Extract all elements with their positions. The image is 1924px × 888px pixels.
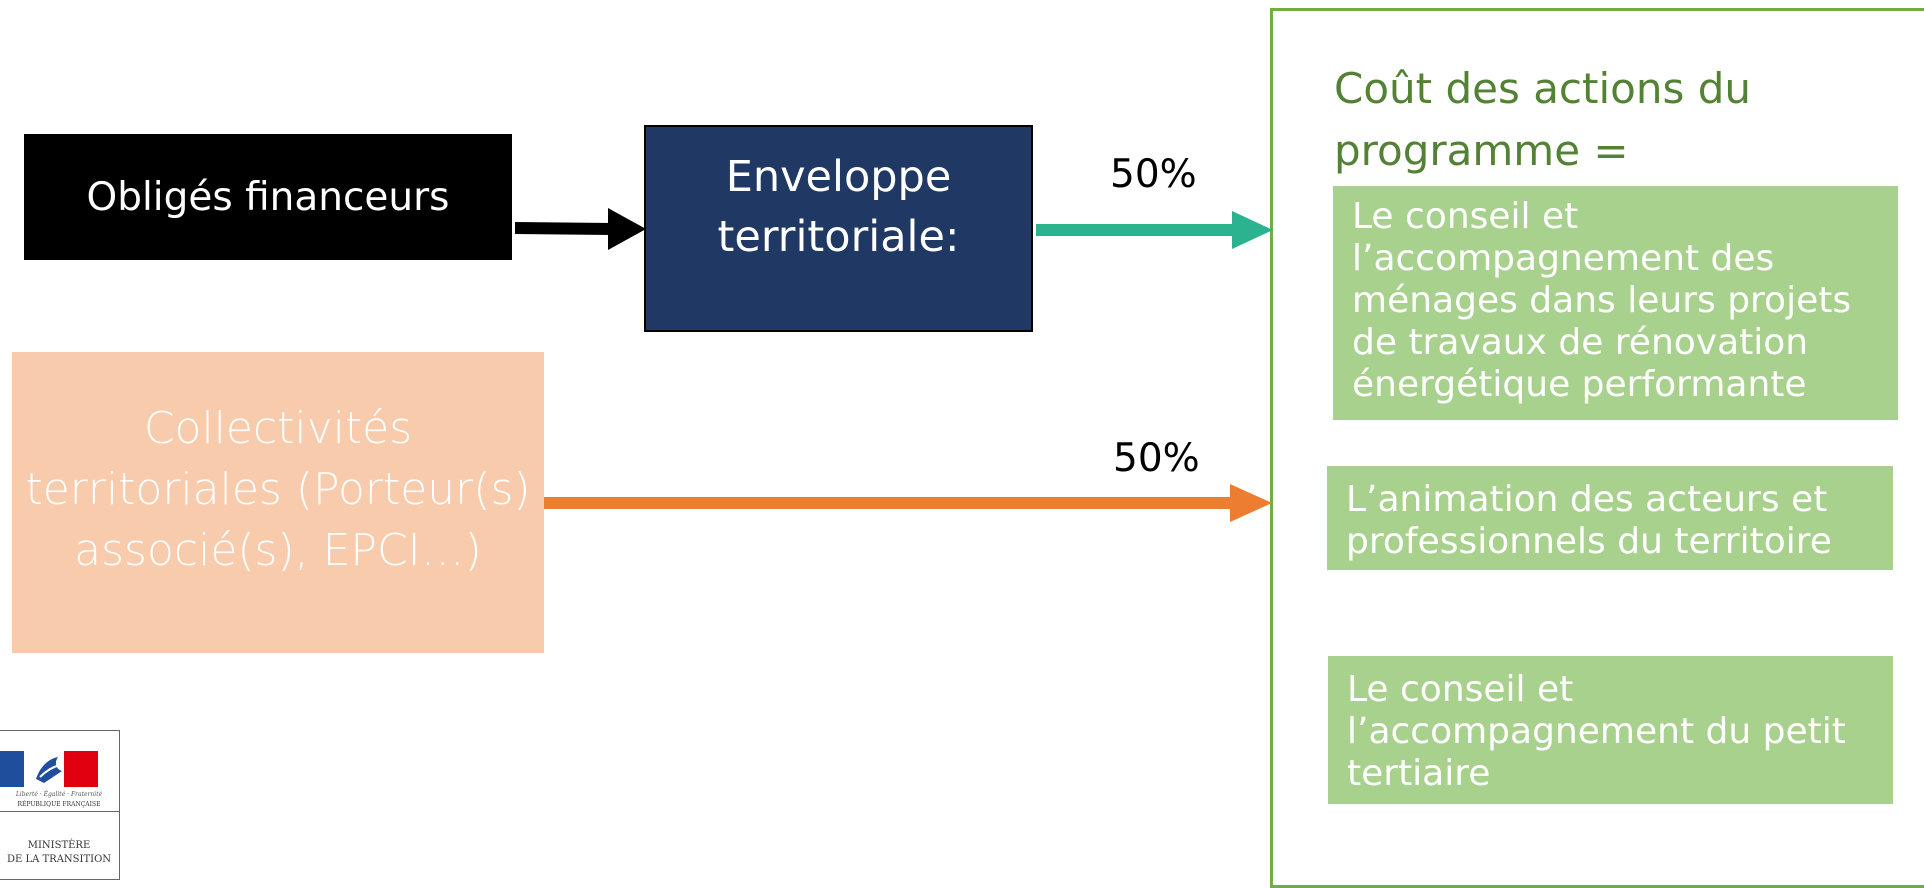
action-box-animation: L’animation des acteurs et professionnel…	[1327, 466, 1893, 570]
action-1-line-1: Le conseil et	[1352, 196, 1579, 237]
action-2-line-1: L’animation des acteurs et	[1346, 479, 1828, 520]
collectivites-box: Collectivités territoriales (Porteur(s) …	[12, 352, 544, 653]
logo-divider	[0, 811, 120, 812]
ministere-logo: Liberté · Égalité · Fraternité RÉPUBLIQU…	[0, 730, 120, 880]
action-1-line-2: l’accompagnement des	[1352, 238, 1775, 279]
percentage-label-top: 50%	[1110, 152, 1197, 197]
logo-ministere-text: MINISTÈRE DE LA TRANSITION	[0, 839, 118, 867]
marianne-icon	[36, 757, 62, 783]
arrow-obliges-to-enveloppe	[514, 208, 646, 250]
action-3-line-1: Le conseil et	[1347, 669, 1574, 710]
collectivites-line-2: territoriales (Porteur(s)	[25, 464, 531, 515]
enveloppe-line-2: territoriale:	[717, 212, 960, 262]
percentage-label-bottom: 50%	[1113, 436, 1200, 481]
collectivites-line-1: Collectivités	[143, 403, 413, 454]
action-box-petit-tertiaire: Le conseil et l’accompagnement du petit …	[1328, 656, 1893, 804]
cost-title: Coût des actions du programme =	[1334, 58, 1894, 182]
logo-motto: Liberté · Égalité · Fraternité	[15, 791, 103, 798]
collectivites-line-3: associé(s), EPCI…)	[74, 525, 482, 576]
logo-republique: RÉPUBLIQUE FRANÇAISE	[17, 801, 101, 808]
enveloppe-territoriale-box: Enveloppe territoriale:	[644, 125, 1033, 332]
logo-ministere-line-1: MINISTÈRE	[27, 840, 91, 851]
action-1-line-4: de travaux de rénovation	[1352, 322, 1809, 363]
arrow-enveloppe-to-actions	[1036, 211, 1273, 249]
enveloppe-line-1: Enveloppe	[725, 152, 952, 202]
action-3-line-2: l’accompagnement du petit	[1347, 711, 1846, 752]
obliges-financeurs-box: Obligés financeurs	[24, 134, 512, 260]
action-3-line-3: tertiaire	[1347, 753, 1491, 794]
logo-ministere-line-2: DE LA TRANSITION	[6, 854, 112, 865]
cost-title-line-2: programme =	[1334, 126, 1629, 175]
action-2-line-2: professionnels du territoire	[1346, 521, 1832, 562]
action-1-line-5: énergétique performante	[1352, 364, 1807, 405]
flag-blue-band	[0, 751, 24, 787]
action-box-conseil-menages: Le conseil et l’accompagnement des ménag…	[1333, 186, 1898, 420]
arrow-collectivites-to-actions	[544, 484, 1272, 522]
obliges-financeurs-label: Obligés financeurs	[86, 174, 450, 220]
flag-red-band	[64, 751, 98, 787]
cost-title-line-1: Coût des actions du	[1334, 64, 1751, 113]
action-1-line-3: ménages dans leurs projets	[1352, 280, 1852, 321]
